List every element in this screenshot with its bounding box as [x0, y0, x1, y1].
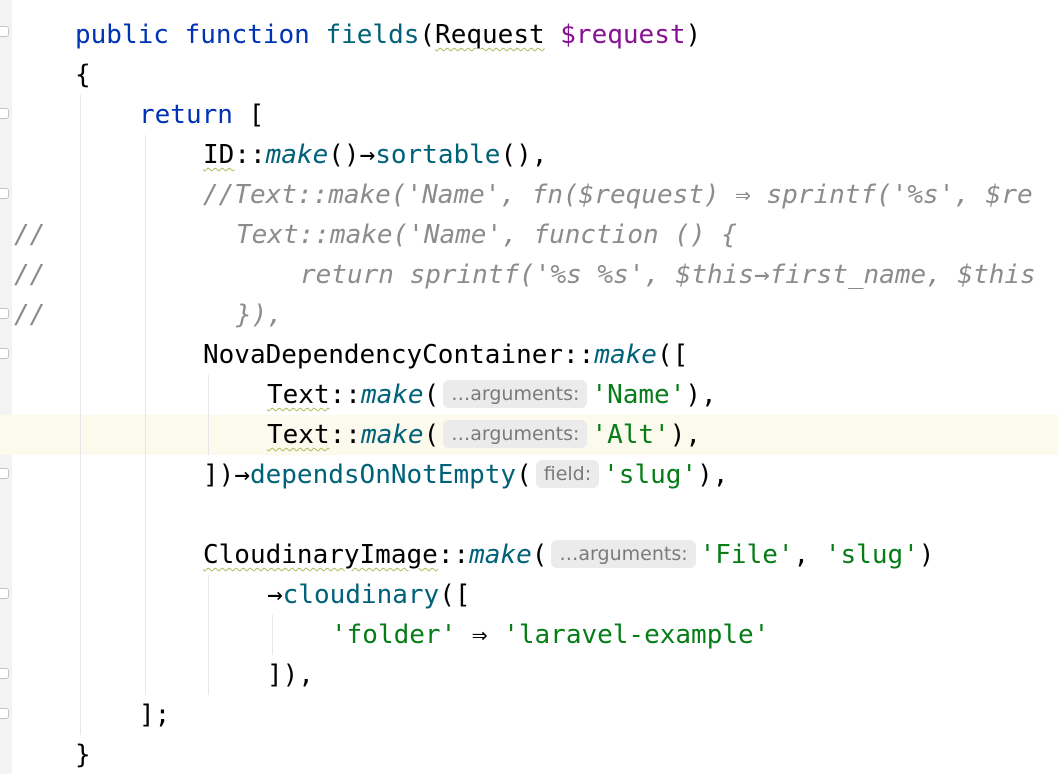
class-name: Text: [267, 380, 330, 410]
fold-marker-icon[interactable]: [0, 708, 9, 719]
class-name: ID: [203, 140, 235, 170]
code-line[interactable]: {: [75, 60, 91, 90]
method-name: make: [594, 340, 657, 370]
code-line-current[interactable]: Text::make(…arguments:'Alt'),: [267, 419, 702, 450]
bracket: [: [248, 100, 265, 130]
gutter-comment-mark: //: [14, 220, 46, 250]
indent-guide: [208, 575, 209, 695]
fold-marker-icon[interactable]: [0, 468, 9, 479]
method-name: make: [360, 380, 424, 410]
code-line[interactable]: return [: [139, 95, 264, 135]
fold-marker-icon[interactable]: [0, 108, 9, 119]
indent-guide: [80, 95, 81, 735]
class-name: Text: [267, 420, 330, 450]
indent-guide: [208, 375, 209, 455]
code-line[interactable]: ])→dependsOnNotEmpty(field:'slug'),: [203, 459, 729, 490]
class-name: NovaDependencyContainer: [203, 340, 564, 370]
fold-marker-icon[interactable]: [0, 26, 9, 37]
code-line[interactable]: CloudinaryImage::make(…arguments:'File',…: [203, 539, 935, 570]
string-literal: 'Name': [591, 380, 686, 410]
code-line[interactable]: ]),: [267, 660, 314, 690]
comment-line[interactable]: Text::make('Name', function () {: [236, 220, 737, 250]
code-line[interactable]: Text::make(…arguments:'Name'),: [267, 379, 717, 410]
keyword: return: [139, 100, 233, 130]
fold-marker-icon[interactable]: [0, 188, 9, 199]
method-name: make: [469, 540, 532, 570]
inlay-hint: field:: [535, 459, 600, 488]
keyword: function: [184, 20, 310, 50]
inlay-hint: …arguments:: [443, 419, 588, 448]
method-name: make: [360, 420, 424, 450]
keyword: public: [75, 20, 169, 50]
variable: $request: [560, 20, 686, 50]
code-line[interactable]: →cloudinary([: [267, 580, 471, 610]
indent-guide: [272, 615, 273, 655]
method-name: dependsOnNotEmpty: [249, 460, 517, 490]
code-line[interactable]: public function fields(Request $request): [75, 20, 702, 50]
fold-marker-icon[interactable]: [0, 348, 9, 359]
function-name: fields: [325, 20, 420, 50]
method-name: sortable: [375, 140, 501, 170]
string-literal: 'Alt': [591, 420, 670, 450]
fold-marker-icon[interactable]: [0, 588, 9, 599]
code-line[interactable]: ID::make()→sortable(),: [203, 140, 548, 170]
string-literal: 'slug': [824, 540, 919, 570]
indent-guide: [145, 135, 146, 695]
comment-line[interactable]: }),: [236, 300, 283, 330]
fold-marker-icon[interactable]: [0, 308, 9, 319]
string-literal: 'File': [699, 540, 794, 570]
comment-line[interactable]: return sprintf('%s %s', $this→first_name…: [300, 260, 1036, 290]
method-name: make: [265, 140, 329, 170]
code-line[interactable]: 'folder' ⇒ 'laravel-example': [331, 615, 769, 655]
code-line[interactable]: }: [75, 740, 91, 770]
arrow-operator: ⇒: [471, 620, 488, 650]
code-line[interactable]: ];: [139, 700, 171, 730]
fold-marker-icon[interactable]: [0, 668, 9, 679]
inlay-hint: …arguments:: [443, 379, 588, 408]
gutter-comment-mark: //: [14, 260, 46, 290]
inlay-hint: …arguments:: [551, 539, 696, 568]
gutter-comment-mark: //: [14, 300, 46, 330]
type-name: Request: [435, 20, 545, 50]
code-line[interactable]: NovaDependencyContainer::make([: [203, 340, 689, 370]
string-literal: 'folder': [331, 620, 457, 650]
class-name: CloudinaryImage: [203, 540, 438, 570]
string-literal: 'laravel-example': [503, 620, 770, 650]
string-literal: 'slug': [603, 460, 698, 490]
method-name: cloudinary: [282, 580, 440, 610]
comment-line[interactable]: //Text::make('Name', fn($request) ⇒ spri…: [203, 180, 1033, 210]
